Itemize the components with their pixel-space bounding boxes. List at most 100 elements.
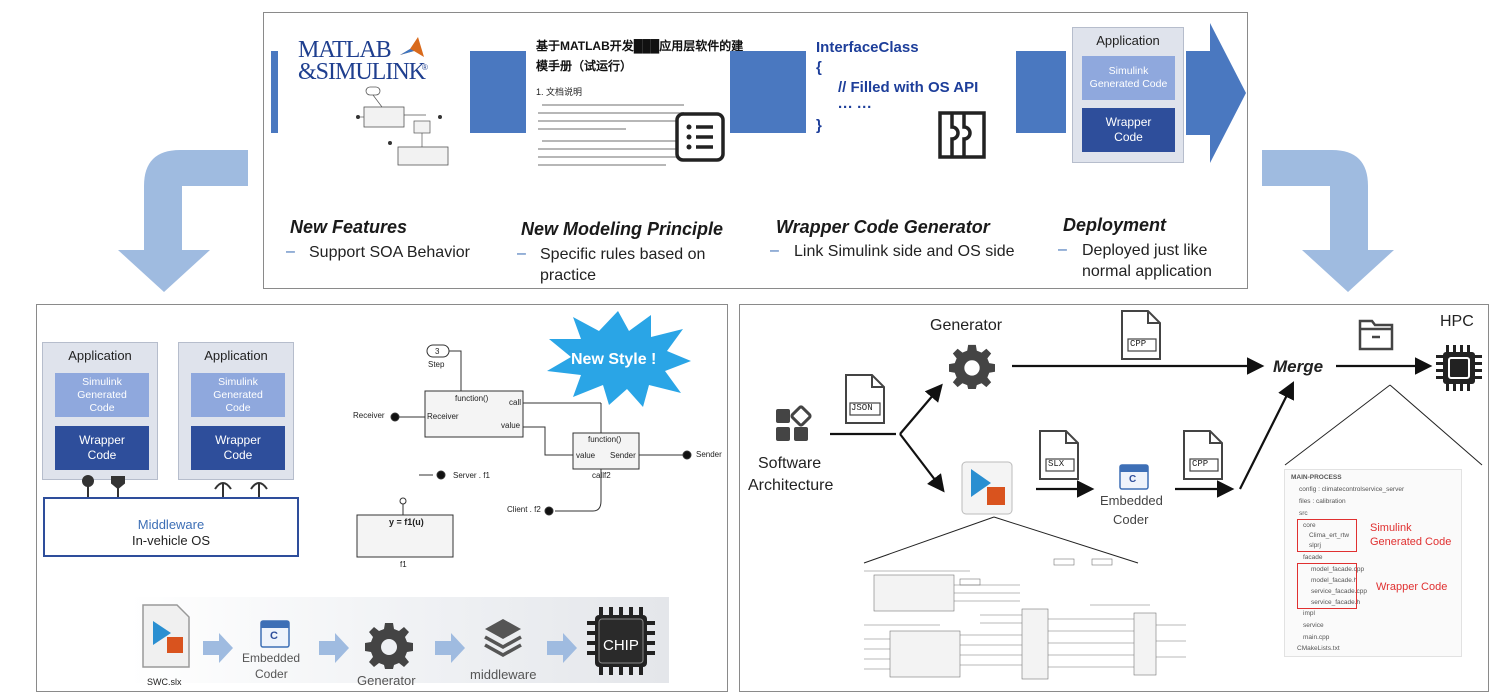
sl-sender-port: Sender	[610, 451, 636, 460]
simulink-code-box-2: Simulink Generated Code	[191, 373, 285, 417]
curved-arrow-left	[118, 150, 248, 292]
sl-server-label: Server . f1	[453, 471, 490, 480]
wrapper-code-box-2: Wrapper Code	[191, 426, 285, 470]
in-vehicle-os-label: In-vehicle OS	[131, 533, 211, 548]
deployment-application-box: Application Simulink Generated Code Wrap…	[1072, 27, 1184, 163]
embedded-coder-icon	[1119, 464, 1149, 490]
tree-item-cmake: CMakeLists.txt	[1297, 645, 1340, 652]
project-file-tree: MAIN-PROCESS config : climatecontrolserv…	[1284, 469, 1462, 657]
modeling-document: 基于MATLAB开发███应用层软件的建 模手册（试运行） 1. 文档说明	[532, 31, 743, 171]
feature-desc-3: Link Simulink side and OS side	[794, 243, 1015, 260]
simulink-model-icon	[961, 461, 1013, 515]
document-title-line2: 模手册（试运行）	[536, 59, 633, 73]
document-title-line1: 基于MATLAB开发███应用层软件的建	[536, 39, 744, 53]
sl-client-label: Client . f2	[507, 505, 541, 514]
interface-code-snippet: InterfaceClass { // Filled with OS API ·…	[816, 37, 1016, 147]
code-line-5: }	[816, 117, 822, 134]
feature-desc-4: Deployed just like normal application	[1082, 242, 1212, 280]
mini-simulink-diagram	[356, 86, 449, 166]
tree-item-files: files : calibration	[1299, 498, 1346, 505]
tree-wrapper-label: Wrapper Code	[1376, 581, 1448, 593]
tree-root: MAIN-PROCESS	[1291, 474, 1342, 481]
code-line-2: {	[816, 59, 822, 76]
archive-icon	[1358, 319, 1394, 351]
sl-sender-label: Sender	[696, 450, 722, 459]
deployment-wrapper-code: Wrapper Code	[1082, 108, 1175, 152]
curved-arrow-right	[1262, 150, 1394, 292]
flow-coder-label-1: Embedded	[242, 651, 301, 665]
simulink-code-box-1: Simulink Generated Code	[55, 373, 149, 417]
embedded-coder-line2: Coder	[1113, 512, 1149, 527]
feature-dash-1: –	[286, 243, 295, 260]
sl-fblock-label: y = f1(u)	[389, 517, 424, 527]
sl-value2-label: value	[576, 451, 596, 460]
matlab-logo-trademark: ®	[422, 63, 428, 72]
application-title-2: Application	[204, 348, 268, 363]
tree-item-main: main.cpp	[1303, 634, 1330, 641]
flow-arrow-4	[547, 633, 577, 663]
tree-item-core: core	[1303, 522, 1316, 529]
sl-receiver-label: Receiver	[353, 411, 385, 420]
wrapper-code-box-1: Wrapper Code	[55, 426, 149, 470]
code-line-3: // Filled with OS API	[838, 79, 979, 96]
middleware-label: Middleware	[137, 517, 205, 532]
flow-gear-icon	[365, 623, 413, 669]
middleware-os-box: Middleware In-vehicle OS	[43, 497, 299, 557]
sl-value-label: value	[501, 421, 521, 430]
software-architecture-line1: Software	[758, 455, 822, 472]
document-list-icon	[675, 112, 725, 162]
sl-function2-label: function()	[588, 435, 622, 444]
blue-strip-left	[271, 51, 278, 133]
matlab-logo: MATLAB &SIMULINK ®	[298, 35, 428, 85]
flow-swc-label: SWC.slx	[147, 677, 182, 687]
tree-item-impl: impl	[1303, 610, 1315, 617]
flow-arrow-1	[203, 633, 233, 663]
application-box-2: Application Simulink Generated Code Wrap…	[178, 342, 294, 480]
feature-dash-2: –	[517, 245, 526, 262]
document-text-lines	[538, 104, 684, 166]
generator-label: Generator	[930, 317, 1003, 334]
tree-highlight-simulink	[1297, 519, 1357, 552]
matlab-logo-line2: &SIMULINK	[298, 59, 426, 85]
blue-bar-2	[730, 51, 806, 133]
tree-item-service-h: service_facade.h	[1311, 599, 1361, 606]
tree-item-config: config : climatecontrolservice_server	[1299, 486, 1405, 493]
code-line-4: ··· ···	[838, 99, 873, 116]
flow-chip-label: CHIP	[603, 637, 639, 654]
matlab-logo-line1: MATLAB	[298, 37, 392, 63]
tree-highlight-wrapper	[1297, 563, 1357, 609]
swc-file-icon	[142, 604, 190, 668]
left-panel: Application Simulink Generated Code Wrap…	[36, 304, 728, 692]
deploy-arrow	[1186, 23, 1246, 163]
simulink-model-diagram	[356, 344, 692, 558]
sl-function1-label: function()	[455, 394, 489, 403]
slx-file-icon	[1039, 430, 1079, 480]
application-title-1: Application	[68, 348, 132, 363]
cpp-file-label-1: CPP	[1130, 339, 1147, 349]
embedded-coder-c: C	[1129, 474, 1137, 485]
sl-receiver-port: Receiver	[427, 412, 459, 421]
document-section: 1. 文档说明	[536, 87, 583, 97]
feature-desc-2: Specific rules based on practice	[540, 246, 706, 284]
flow-coder-c: C	[270, 630, 278, 642]
flow-coder-icon	[260, 620, 290, 648]
flow-arrow-3	[435, 633, 465, 663]
hpc-chip-icon	[1436, 345, 1482, 391]
tree-item-model-cpp: model_facade.cpp	[1311, 566, 1365, 573]
sl-call-label: call	[509, 398, 522, 407]
deployment-simulink-code: Simulink Generated Code	[1082, 56, 1175, 100]
right-panel: Software Architecture Generator	[739, 304, 1489, 692]
membrane-icon	[400, 37, 424, 57]
tree-item-slprj: slprj	[1309, 542, 1321, 549]
tree-simulink-label: Simulink Generated Code	[1370, 521, 1462, 549]
cpp-file-icon-1	[1121, 310, 1161, 360]
tree-item-facade: facade	[1303, 554, 1323, 561]
sl-callf2-label: callf2	[592, 471, 611, 480]
feature-title-3: Wrapper Code Generator	[776, 217, 990, 237]
plugin-icon	[938, 111, 986, 159]
generated-model-thumbnail	[864, 558, 1186, 680]
feature-dash-3: –	[770, 242, 779, 259]
flow-arrow-2	[319, 633, 349, 663]
flow-layers-icon	[484, 619, 522, 657]
software-architecture-icon	[776, 405, 812, 441]
